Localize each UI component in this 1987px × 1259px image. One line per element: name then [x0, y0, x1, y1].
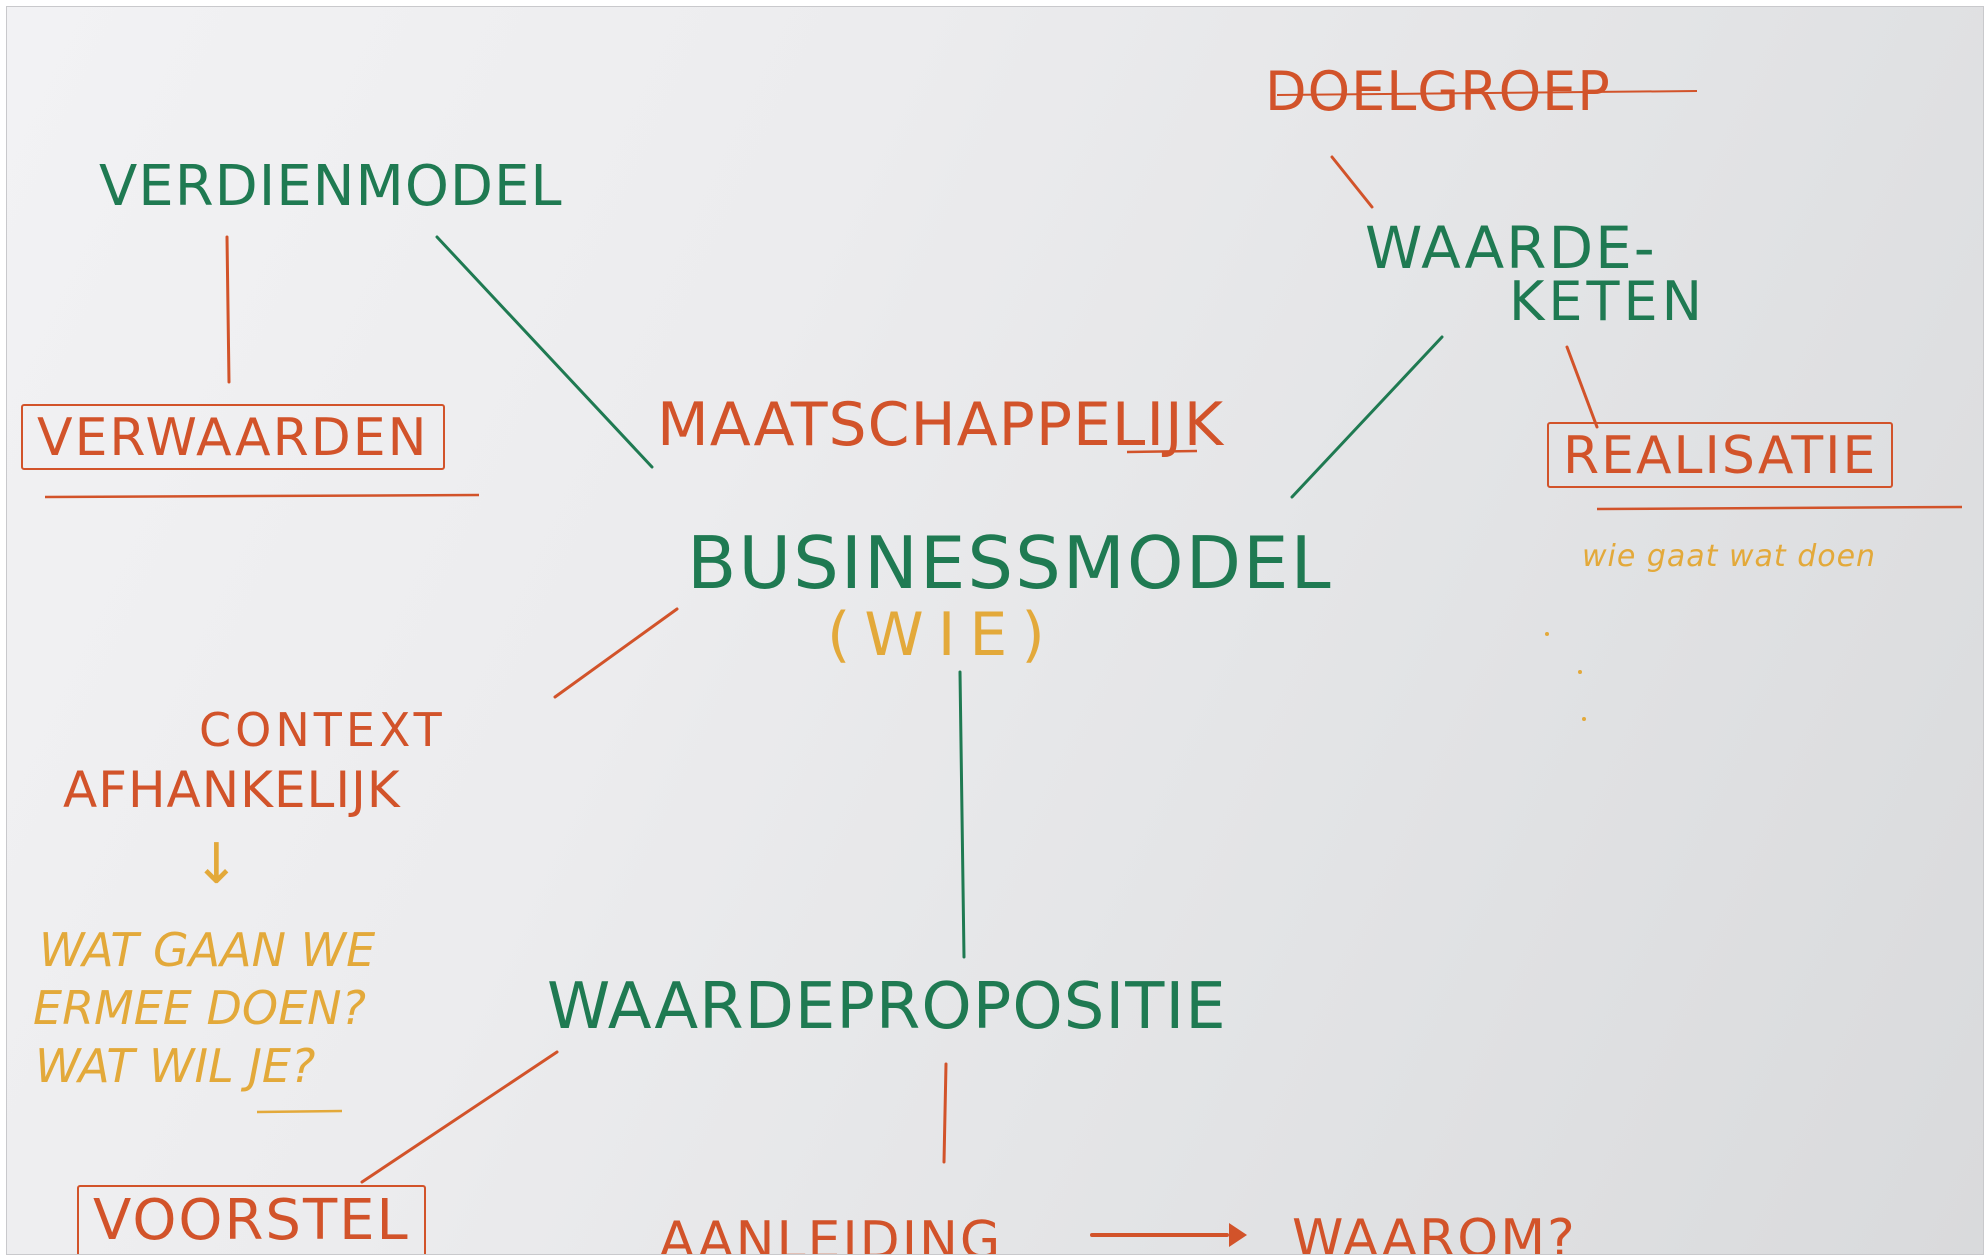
doelgroep-label: DOELGROEP: [1265, 60, 1611, 123]
voorstel-box: VOORSTEL: [77, 1185, 426, 1254]
verdienmodel-label: VERDIENMODEL: [99, 154, 563, 219]
waarde-keten-line2: KETEN: [1509, 270, 1707, 333]
underline-wil-je: [256, 1109, 343, 1114]
strike-doelgroep: [1276, 90, 1698, 96]
line-waardepropositie-aanleiding: [942, 1062, 948, 1164]
businessmodel-label: BUSINESSMODEL: [687, 521, 1333, 605]
afhankelijk-label: AFHANKELIJK: [63, 761, 401, 819]
aanleiding-label: AANLEIDING: [659, 1211, 1003, 1255]
line-waardeketen-realisatie: [1565, 345, 1599, 429]
arrow-head: [1229, 1223, 1247, 1247]
verwaarden-box: VERWAARDEN: [21, 404, 445, 470]
maatschappelijk-label: MAATSCHAPPELIJK: [657, 390, 1225, 460]
scribble-note: wie gaat wat doen: [1582, 539, 1877, 574]
question-line3: WAT WIL JE?: [35, 1039, 316, 1093]
list-dot: [1578, 670, 1582, 674]
question-line1: WAT GAAN WE: [39, 923, 376, 977]
wie-label: (WIE): [827, 600, 1059, 670]
list-dot: [1582, 717, 1586, 721]
underline-realisatie: [1596, 505, 1963, 511]
line-verdienmodel-businessmodel: [435, 235, 654, 469]
line-doelgroep-waardeketen: [1330, 155, 1374, 209]
line-businessmodel-waardepropositie: [958, 670, 966, 959]
question-line2: ERMEE DOEN?: [33, 981, 366, 1035]
underline-verwaarden: [44, 493, 480, 499]
line-businessmodel-context: [553, 607, 679, 699]
line-waardeketen-businessmodel: [1290, 335, 1444, 499]
waarom-label: WAAROM?: [1292, 1209, 1577, 1255]
list-dot: [1545, 632, 1549, 636]
line-verdienmodel-verwaarden: [225, 235, 231, 384]
underline-maatschappelijk: [1126, 449, 1198, 454]
whiteboard: VERDIENMODEL VERWAARDEN DOELGROEP WAARDE…: [6, 6, 1984, 1255]
realisatie-box: REALISATIE: [1547, 422, 1894, 488]
arrow-down-icon: ↓: [193, 832, 240, 897]
waarde-keten-line1: WAARDE-: [1365, 214, 1657, 282]
context-label: CONTEXT: [199, 703, 446, 757]
connector-lines: [44, 90, 1963, 1247]
waardepropositie-label: WAARDEPROPOSITIE: [547, 970, 1227, 1044]
line-waardepropositie-voorstel: [360, 1050, 559, 1184]
